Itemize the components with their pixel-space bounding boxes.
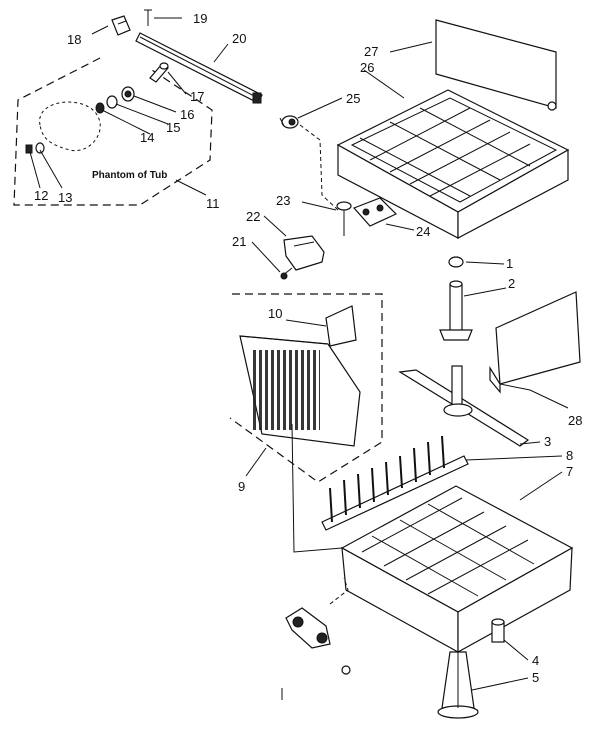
callout-13: 13 — [58, 190, 72, 205]
seal-1 — [448, 256, 464, 268]
callout-10: 10 — [268, 306, 282, 321]
washer-13 — [35, 142, 45, 154]
assembly-path-wheel — [329, 577, 349, 605]
spray-tube-2 — [439, 280, 473, 341]
callout-5: 5 — [532, 670, 539, 685]
lower-spray-arm — [398, 365, 530, 447]
callout-2: 2 — [508, 276, 515, 291]
washer-15 — [106, 95, 118, 109]
callout-28: 28 — [568, 413, 582, 428]
callout-24: 24 — [416, 224, 430, 239]
nut-12 — [25, 144, 33, 154]
callout-22: 22 — [246, 209, 260, 224]
callout-25: 25 — [346, 91, 360, 106]
silverware-basket — [489, 291, 581, 394]
callout-19: 19 — [193, 11, 207, 26]
silverware-basket-9 — [239, 335, 361, 447]
callout-15: 15 — [166, 120, 180, 135]
phantom-group-outline — [13, 57, 213, 206]
callout-17: 17 — [190, 89, 204, 104]
cup-shelf — [435, 19, 557, 111]
basket-group-outline — [229, 293, 383, 483]
rail-end-cap — [111, 15, 131, 36]
rack-slide-rail — [135, 32, 263, 104]
callout-18: 18 — [67, 32, 81, 47]
lower-dishrack — [340, 485, 574, 654]
phantom-tub-circle — [39, 101, 101, 152]
basket-lid-10 — [325, 305, 357, 347]
assembly-path-25 — [299, 124, 339, 211]
callout-1: 1 — [506, 256, 513, 271]
washer-14 — [95, 102, 105, 114]
callout-14: 14 — [140, 130, 154, 145]
callout-11: 11 — [206, 196, 220, 211]
screw-19 — [144, 9, 152, 26]
rail-stud — [149, 62, 169, 83]
tine-row-8 — [321, 435, 469, 531]
callout-12: 12 — [34, 188, 48, 203]
callout-23: 23 — [276, 193, 290, 208]
callout-21: 21 — [232, 234, 246, 249]
callout-16: 16 — [180, 107, 194, 122]
rack-wheel-assembly — [285, 607, 351, 675]
pin-23 — [336, 201, 352, 236]
leader-lines — [29, 17, 569, 691]
callout-9: 9 — [238, 479, 245, 494]
callout-4: 4 — [532, 653, 539, 668]
callout-8: 8 — [566, 448, 573, 463]
callout-27: 27 — [364, 44, 378, 59]
rack-stop-22 — [283, 235, 325, 271]
cap-4 — [491, 618, 505, 643]
callout-3: 3 — [544, 434, 551, 449]
spray-tower-5 — [437, 651, 479, 719]
callout-26: 26 — [360, 60, 374, 75]
callout-20: 20 — [232, 31, 246, 46]
rack-bumper-25 — [279, 115, 299, 129]
screw-21 — [280, 267, 293, 280]
upper-dishrack — [336, 89, 570, 239]
rack-adjuster-24 — [352, 197, 398, 227]
assembly-path-basket — [291, 423, 343, 553]
roller-16 — [121, 86, 135, 102]
callout-7: 7 — [566, 464, 573, 479]
phantom-of-tub-label: Phantom of Tub — [92, 170, 167, 181]
